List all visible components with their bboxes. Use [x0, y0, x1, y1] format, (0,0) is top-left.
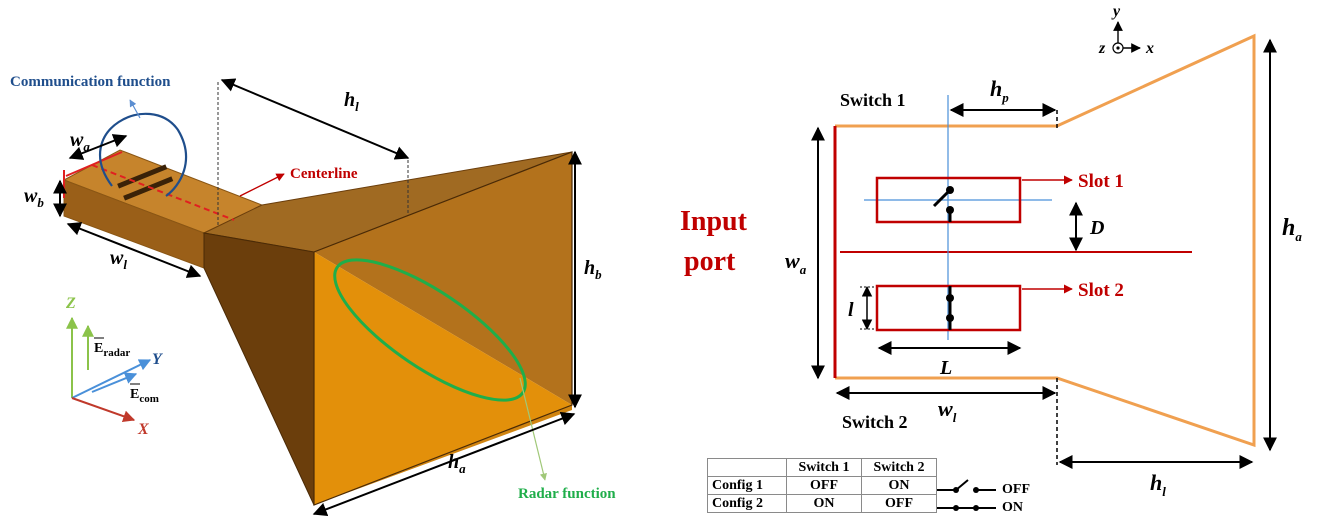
table-header-cell: Switch 2	[861, 458, 937, 477]
dim-label-ha-right: ha	[1282, 215, 1302, 244]
switch-2-top-dot	[946, 294, 954, 302]
switch-1-label: Switch 1	[840, 90, 906, 110]
radar-function-label: Radar function	[518, 486, 616, 502]
triad-x-label: x	[1145, 40, 1154, 57]
legend-off-label: OFF	[1002, 482, 1030, 497]
e-com-vector	[91, 372, 138, 393]
triad-y-label: y	[1111, 3, 1121, 20]
dim-arrow-ha	[312, 411, 576, 517]
switch-2-label: Switch 2	[842, 412, 908, 432]
centerline-pointer	[239, 173, 285, 197]
triad-z-label: z	[1098, 40, 1106, 57]
dim-label-wb: wb	[24, 185, 44, 210]
dim-label-wl-right: wl	[938, 396, 957, 425]
legend-off-symbol	[936, 479, 996, 493]
axis-y-label: Y	[152, 351, 163, 368]
e-com-label: Ecom	[130, 387, 159, 405]
axis-y-line	[71, 359, 152, 399]
switch-2-bottom-dot	[946, 314, 954, 322]
dim-label-hb: hb	[584, 257, 602, 282]
table-config-cell: Config 1	[707, 476, 787, 495]
slot-top	[117, 164, 168, 189]
slot-1-label: Slot 1	[1078, 171, 1124, 192]
dim-label-wl: wl	[110, 247, 127, 272]
table-header-cell	[707, 458, 787, 477]
dim-label-wa-right: wa	[785, 248, 807, 277]
dim-label-hl: hl	[344, 89, 359, 114]
dim-label-l: l	[848, 299, 854, 321]
table-config-cell: Config 2	[707, 494, 787, 513]
table-row: Config 2 ON OFF	[707, 494, 937, 513]
axis-x-label: X	[137, 421, 149, 438]
table-cell: OFF	[861, 494, 937, 513]
switch-1-arm	[932, 188, 952, 208]
centerline-label: Centerline	[290, 166, 358, 182]
dim-label-L: L	[939, 357, 952, 379]
horn-inner-back-wall	[314, 152, 572, 405]
horn-left-face	[203, 232, 315, 506]
legend-on-label: ON	[1002, 500, 1023, 515]
communication-function-label: Communication function	[10, 74, 171, 90]
dim-arrow-hl	[220, 78, 410, 160]
radar-field-ellipse	[333, 258, 527, 402]
triad-z-dot	[1116, 46, 1120, 50]
input-port-label-line1: Input	[680, 206, 748, 237]
centerline-dashed	[91, 164, 235, 221]
dim-label-hl-right: hl	[1150, 470, 1166, 499]
horn-top-view	[811, 21, 1277, 469]
table-cell: ON	[786, 494, 862, 513]
horn-antenna-3d	[53, 78, 582, 517]
table-cell: OFF	[786, 476, 862, 495]
slot-bottom	[123, 176, 174, 201]
switch-config-table: Switch 1 Switch 2 Config 1 OFF ON Config…	[707, 458, 937, 513]
outline-top	[835, 33, 1256, 448]
slot-2-label: Slot 2	[1078, 280, 1124, 301]
input-port-label-line2: port	[684, 246, 736, 277]
communication-arrow	[129, 99, 141, 119]
dim-arrow-wl	[66, 222, 202, 278]
axis-x-line	[71, 397, 136, 423]
table-header-cell: Switch 1	[786, 458, 862, 477]
legend-on-symbol	[936, 505, 996, 511]
table-cell: ON	[861, 476, 937, 495]
dim-label-wa: wa	[70, 129, 90, 154]
table-row: Config 1 OFF ON	[707, 476, 937, 495]
table-header-row: Switch 1 Switch 2	[707, 458, 937, 477]
dim-label-ha: ha	[448, 451, 466, 476]
dim-label-hp: hp	[990, 76, 1009, 105]
dim-arrow-wa	[68, 134, 128, 160]
axis-z-label: Z	[65, 295, 76, 312]
dim-label-D: D	[1089, 217, 1104, 239]
e-radar-label: Eradar	[94, 341, 130, 359]
